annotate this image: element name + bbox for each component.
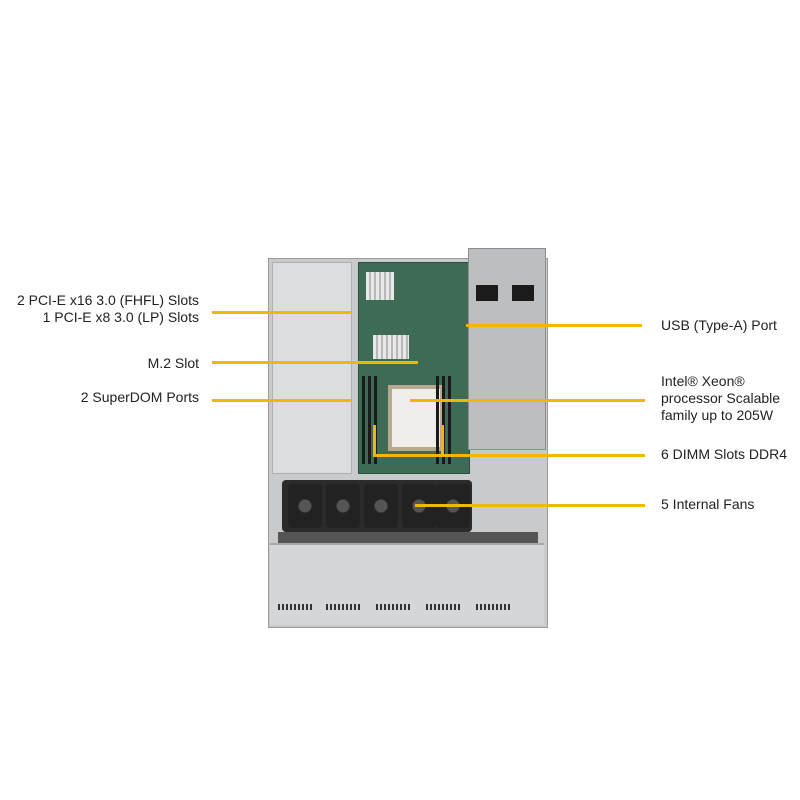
callout-line-dimm-right	[441, 425, 444, 455]
label-xeon-cpu: Intel® Xeon® processor Scalable family u…	[661, 373, 780, 424]
vent	[426, 604, 462, 610]
vent	[326, 604, 362, 610]
callout-line-fans	[415, 504, 645, 507]
label-line: 2 PCI-E x16 3.0 (FHFL) Slots	[16, 292, 199, 308]
chipset-heatsink	[366, 272, 394, 300]
label-usb-port: USB (Type-A) Port	[661, 317, 777, 333]
fan-icon	[288, 484, 322, 528]
callout-line-dimm-left	[373, 425, 376, 455]
dimm-slot	[368, 376, 371, 464]
vent	[278, 604, 314, 610]
label-line: family up to 205W	[661, 407, 774, 423]
dimm-slot	[442, 376, 445, 464]
label-line: 1 PCI-E x8 3.0 (LP) Slots	[42, 309, 199, 325]
label-m2-slot: M.2 Slot	[147, 355, 199, 371]
callout-line-cpu	[410, 399, 645, 402]
callout-line-dimm	[373, 454, 645, 457]
psu-fan-icon	[476, 285, 498, 301]
label-dimm-slots: 6 DIMM Slots DDR4	[661, 446, 788, 462]
callout-line-usb	[466, 324, 642, 327]
label-superdom-ports: 2 SuperDOM Ports	[80, 389, 199, 405]
label-internal-fans: 5 Internal Fans	[661, 496, 755, 512]
fan-icon	[326, 484, 360, 528]
label-line: Intel® Xeon®	[661, 373, 745, 389]
callout-line-m2	[212, 361, 418, 364]
psu-fan-icon	[512, 285, 534, 301]
pcie-riser-bay	[272, 262, 352, 474]
fan-icon	[364, 484, 398, 528]
cpu-socket	[388, 385, 444, 451]
vent	[476, 604, 512, 610]
dimm-slot	[374, 376, 377, 464]
dimm-slot	[448, 376, 451, 464]
cabling	[278, 532, 538, 544]
power-supply	[468, 248, 546, 450]
dimm-slot	[362, 376, 365, 464]
label-line: processor Scalable	[661, 390, 781, 406]
dimm-slot	[436, 376, 439, 464]
label-pcie-slots: 2 PCI-E x16 3.0 (FHFL) Slots 1 PCI-E x8 …	[17, 292, 199, 326]
callout-line-pcie	[212, 311, 352, 314]
callout-line-superdom	[212, 399, 352, 402]
pch-heatsink	[373, 335, 409, 359]
front-panel	[270, 543, 544, 625]
vent	[376, 604, 412, 610]
